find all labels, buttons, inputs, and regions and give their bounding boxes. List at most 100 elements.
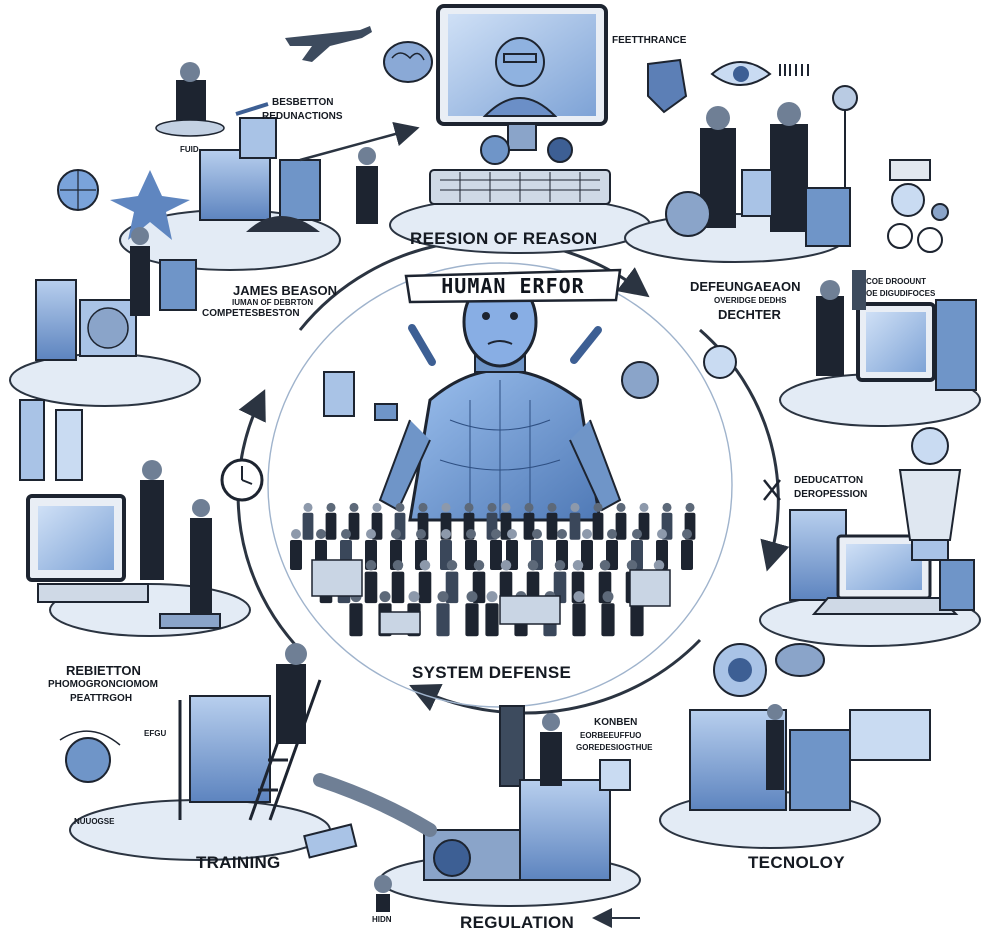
label-technology: TECNOLOY (748, 853, 845, 872)
crowd-person-head (501, 502, 511, 512)
crowd-person-body (592, 512, 604, 540)
crowd-person-head (639, 502, 649, 512)
label-right-top-3: DECHTER (718, 307, 781, 322)
label-left-bottom-3: PEATTRGOH (70, 693, 133, 704)
crowd-person-head (441, 502, 451, 512)
brain-icon (383, 41, 433, 83)
crowd-person-head (418, 502, 428, 512)
label-right-top-2: OVERIDGE DEDHS (714, 296, 787, 305)
starburst-icon (110, 170, 190, 240)
crowd-person-head (395, 502, 405, 512)
label-left-name-1: JAMES BEASON (233, 283, 338, 298)
crowd-person-head (326, 502, 336, 512)
top-left-workstation (119, 62, 420, 271)
label-top-left-b: REDUNACTIONS (262, 111, 343, 122)
x-mark-icon (763, 479, 781, 501)
right-laptop-desk (759, 509, 981, 647)
crowd-person-body (630, 603, 644, 637)
crowd-person-body (290, 540, 302, 570)
crowd-person-body (364, 571, 378, 604)
crowd-person-head (486, 591, 498, 603)
floating-tools (323, 324, 737, 421)
crowd-person-head (487, 502, 497, 512)
label-bottom-tag: HIDN (372, 915, 392, 924)
crowd-person-body (572, 603, 586, 637)
crowd-person-body (569, 512, 581, 540)
label-center-bottom-2: EORBEEUFFUO (580, 731, 642, 740)
label-top-left-tag: FUID (180, 145, 199, 154)
crowd-person-head (532, 529, 542, 539)
crowd-person-body (581, 540, 593, 570)
crowd-person-body (526, 571, 540, 604)
crowd-person-body (681, 540, 693, 570)
crowd-person-head (491, 529, 501, 539)
label-bottom-left-tag: NUUOGSE (74, 817, 115, 826)
crowd-person-head (524, 502, 534, 512)
crowd-person-head (572, 560, 584, 571)
crowd-person-head (507, 529, 517, 539)
crowd-person-head (616, 502, 626, 512)
crowd-person-head (626, 560, 638, 571)
crowd-person-head (349, 502, 359, 512)
label-right-mid-2: DEROPESSION (794, 489, 868, 500)
label-training: TRAINING (196, 853, 281, 872)
crowd-person-body (499, 571, 513, 604)
crowd-person-head (341, 529, 351, 539)
crowd-person-head (500, 560, 512, 571)
crowd-person-body (553, 571, 567, 604)
label-regulation: REGULATION (460, 913, 575, 932)
crowd-person-head (446, 560, 458, 571)
label-right-top-1: DEFEUNGAEAON (690, 279, 801, 294)
crowd-person-body (418, 571, 432, 604)
crowd-person-body (485, 603, 499, 637)
training-apparatus (59, 643, 358, 861)
crowd-person-head (466, 591, 478, 603)
label-right-mid-1: DEDUCATTON (794, 475, 864, 486)
crowd-person-body (490, 540, 502, 570)
crowd-person-head (416, 529, 426, 539)
pendulum-icon (832, 85, 858, 200)
crowd-person-head (291, 529, 301, 539)
crowd-person-head (657, 529, 667, 539)
label-left-name-2: IUMAN OF DEBRTON (232, 298, 314, 307)
label-left-bottom-tag: EFGU (144, 729, 167, 738)
label-left-name-3: COMPETESBESTON (202, 308, 300, 319)
shield-icon (647, 58, 688, 114)
technology-rig (659, 643, 931, 849)
top-right-guards (624, 102, 851, 263)
crowd-person-head (602, 591, 614, 603)
crowd-person-head (593, 502, 603, 512)
crowd-person-head (379, 591, 391, 603)
crowd-person-body (465, 603, 479, 637)
trophy-ornament (898, 427, 962, 561)
crowd-person-body (465, 540, 477, 570)
crowd-person-body (325, 512, 337, 540)
small-bottom-figure (374, 875, 392, 912)
crowd-person-head (316, 529, 326, 539)
crowd-person-body (523, 512, 535, 540)
label-left-bottom-1: REBIETTON (66, 663, 141, 678)
airplane-icon (285, 26, 372, 62)
banner-title: HUMAN ERFOR (441, 274, 585, 298)
crowd-person-head (570, 502, 580, 512)
label-far-right-1: COE DROOUNT (866, 277, 926, 286)
crowd-person-body (302, 512, 314, 540)
crowd-person-head (573, 591, 585, 603)
crowd-person-body (445, 571, 459, 604)
crowd-person-head (419, 560, 431, 571)
right-computer-station (779, 270, 981, 427)
top-monitor-station (389, 4, 651, 254)
label-top-right-small: FEETTHRANCE (612, 35, 687, 46)
crowd-person-head (557, 529, 567, 539)
clock-icon (220, 458, 264, 502)
crowd-person-head (682, 529, 692, 539)
crowd-person-head (392, 560, 404, 571)
crowd-person-body (349, 603, 363, 637)
central-human-figure (378, 276, 622, 522)
crowd-person-head (473, 560, 485, 571)
crowd-person-head (372, 502, 382, 512)
crowd-person-head (653, 560, 665, 571)
label-top-left-a: BESBETTON (272, 97, 334, 108)
